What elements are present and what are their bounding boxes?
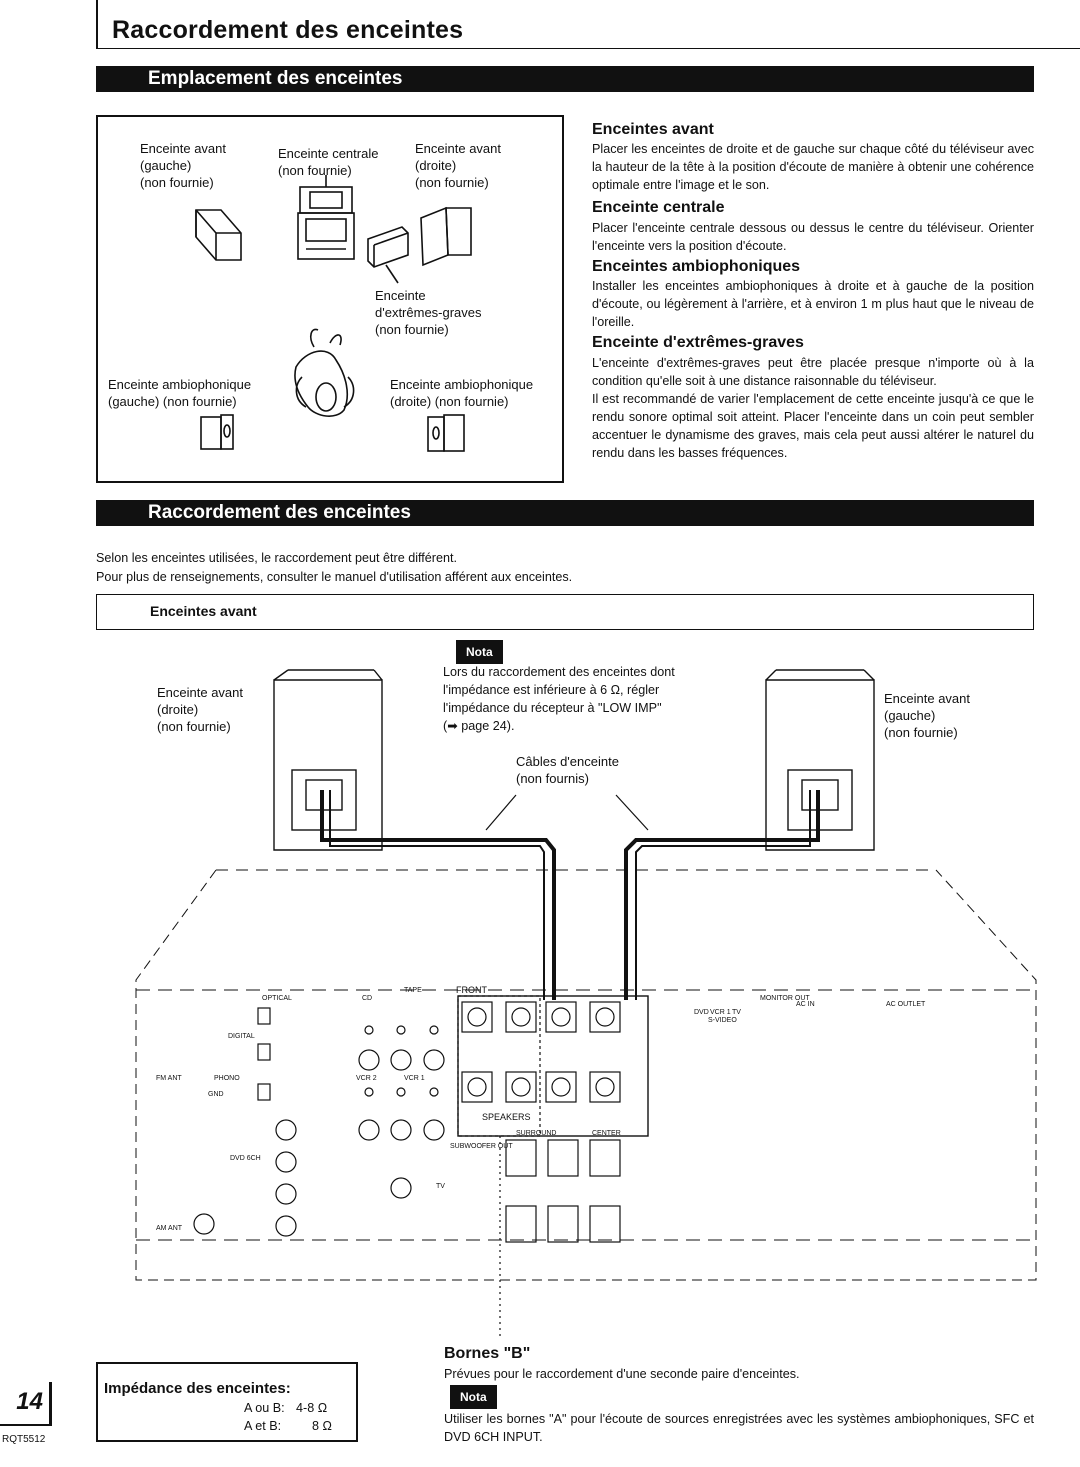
- placement-diagram: [96, 115, 564, 483]
- nota-text: Lors du raccordement des enceintes dont …: [443, 665, 675, 733]
- right-speaker-box-icon: [273, 669, 383, 851]
- surround-left-speaker-icon: [200, 414, 234, 450]
- block-text-surround: Installer les enceintes ambiophoniques à…: [592, 279, 1034, 329]
- vcr1-jack-label: VCR 1: [404, 1075, 425, 1082]
- section-heading-connection-label: Raccordement des enceintes: [96, 500, 425, 526]
- doc-code: RQT5512: [2, 1434, 46, 1445]
- listener-icon: [294, 328, 355, 417]
- block-text-subwoofer: L'enceinte d'extrêmes-graves peut être p…: [592, 356, 1034, 460]
- bornes-text: Prévues pour le raccordement d'une secon…: [444, 1367, 800, 1381]
- surround-terminal-label: SURROUND: [516, 1130, 556, 1137]
- impedance-title: Impédance des enceintes:: [104, 1380, 291, 1397]
- page-number: 14: [0, 1382, 52, 1426]
- nota-badge: Nota: [456, 640, 503, 664]
- tv-video-label: TV: [732, 1009, 741, 1016]
- bornes-title: Bornes "B": [444, 1345, 531, 1362]
- title-frame: [96, 0, 1080, 49]
- optical-label: OPTICAL: [262, 995, 292, 1002]
- ac-in-label: AC IN: [796, 1001, 815, 1008]
- section-heading-placement-label: Emplacement des enceintes: [96, 66, 417, 92]
- placement-drawing: [195, 175, 472, 452]
- label-front-left-speaker: Enceinte avant (gauche) (non fournie): [884, 691, 971, 740]
- connection-diagram: FRONT SPEAKERS SURROUND CENTER TAPE CD P…: [135, 669, 1037, 1340]
- speakers-terminal-label: SPEAKERS: [482, 1112, 531, 1122]
- ac-outlet-label: AC OUTLET: [886, 1001, 926, 1008]
- tape-jack-label: TAPE: [404, 987, 422, 994]
- tv-jack-label: TV: [436, 1183, 445, 1190]
- am-ant-label: AM ANT: [156, 1225, 183, 1232]
- vcr1-video-label: VCR 1: [710, 1009, 731, 1016]
- cd-jack-label: CD: [362, 995, 372, 1002]
- speaker-terminal-row-a: [461, 1001, 621, 1033]
- vcr2-jack-label: VCR 2: [356, 1075, 377, 1082]
- block-text-center: Placer l'enceinte centrale dessous ou de…: [592, 221, 1034, 253]
- intro-line-2: Pour plus de renseignements, consulter l…: [96, 570, 573, 584]
- dvd-jack-label: DVD: [694, 1009, 709, 1016]
- front-left-speaker-icon: [195, 209, 242, 261]
- surround-right-speaker-icon: [427, 414, 465, 452]
- section-heading-connection: Raccordement des enceintes: [96, 500, 1034, 526]
- impedance-row2-label: A et B:: [244, 1419, 282, 1433]
- label-speaker-cables: Câbles d'enceinte (non fournis): [516, 754, 619, 786]
- monitor-out-label: MONITOR OUT: [760, 995, 810, 1002]
- block-title-surround: Enceintes ambiophoniques: [592, 258, 801, 275]
- label-subwoofer: Enceinte d'extrêmes-graves (non fournie): [375, 288, 482, 337]
- surround-center-terminals: [505, 1139, 621, 1243]
- input-jacks: [193, 1007, 445, 1237]
- block-text-front: Placer les enceintes de droite et de gau…: [592, 142, 1034, 192]
- page-title: Raccordement des enceintes: [112, 16, 464, 44]
- bornes-nota-badge: Nota: [450, 1385, 497, 1409]
- speaker-terminal-row-b: [461, 1071, 621, 1103]
- subsection-title-front: Enceintes avant: [150, 603, 257, 619]
- fm-ant-label: FM ANT: [156, 1075, 182, 1082]
- impedance-box: [96, 1362, 358, 1442]
- bornes-nota-text: Utiliser les bornes "A" pour l'écoute de…: [444, 1412, 1034, 1444]
- label-front-left: Enceinte avant (gauche) (non fournie): [140, 141, 227, 190]
- label-front-right-speaker: Enceinte avant (droite) (non fournie): [157, 685, 244, 734]
- block-title-subwoofer: Enceinte d'extrêmes-graves: [592, 334, 804, 351]
- label-surround-right: Enceinte ambiophonique (droite) (non fou…: [390, 377, 534, 409]
- center-speaker-icon: [297, 175, 355, 260]
- impedance-row1-value: 4-8 Ω: [296, 1401, 328, 1415]
- phono-jack-label: PHONO: [214, 1075, 240, 1082]
- impedance-row2-value: 8 Ω: [312, 1419, 332, 1433]
- impedance-row1-label: A ou B:: [244, 1401, 285, 1415]
- label-front-right: Enceinte avant (droite) (non fournie): [415, 141, 502, 190]
- digital-label: DIGITAL: [228, 1033, 255, 1040]
- gnd-label: GND: [208, 1091, 224, 1098]
- front-terminal-label: FRONT: [456, 985, 487, 995]
- subsection-frame: [96, 594, 1034, 630]
- center-terminal-label: CENTER: [592, 1130, 621, 1137]
- section-heading-placement: Emplacement des enceintes: [96, 66, 1034, 92]
- intro-line-1: Selon les enceintes utilisées, le raccor…: [96, 551, 457, 565]
- subwoofer-icon: [367, 226, 409, 284]
- label-surround-left: Enceinte ambiophonique (gauche) (non fou…: [108, 377, 252, 409]
- block-title-front: Enceintes avant: [592, 121, 714, 138]
- s-video-label: S-VIDEO: [708, 1017, 737, 1024]
- dvd-6ch-label: DVD 6CH: [230, 1155, 261, 1162]
- subwoofer-out-label: SUBWOOFER OUT: [450, 1143, 513, 1150]
- block-title-center: Enceinte centrale: [592, 199, 725, 216]
- front-right-speaker-icon: [420, 206, 472, 267]
- label-center: Enceinte centrale (non fournie): [278, 146, 379, 178]
